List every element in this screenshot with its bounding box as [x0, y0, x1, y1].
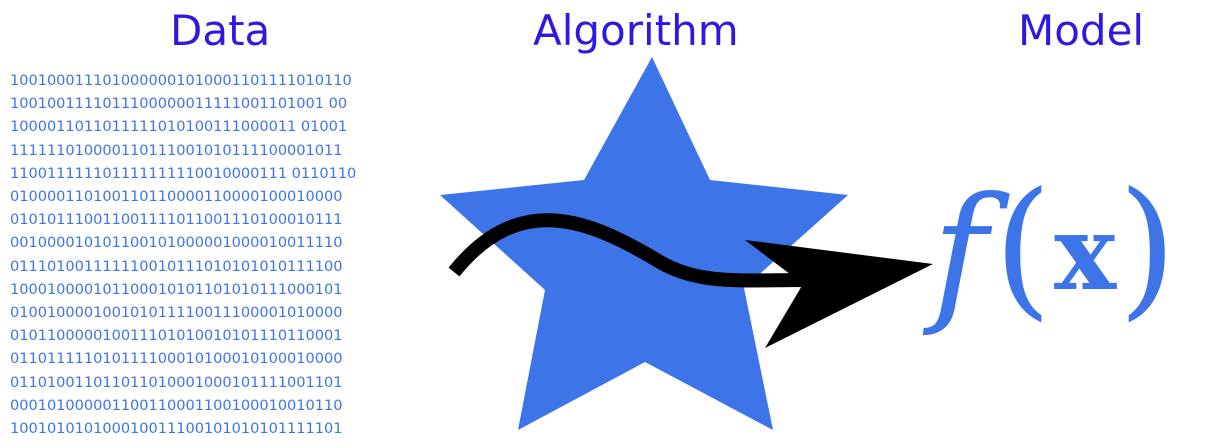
- close-paren: ): [1118, 161, 1177, 335]
- arrow-head-icon: [745, 240, 933, 348]
- binary-data-block: 1001000111010000001010001101111010110 10…: [10, 69, 450, 440]
- binary-line: 1000011011011111010100111000011 01001: [10, 118, 348, 136]
- model-heading: Model: [1018, 6, 1145, 55]
- variable-symbol: x: [1054, 191, 1117, 314]
- star-icon: [440, 57, 848, 430]
- binary-line: 010110000010011101010010101110110001: [10, 327, 343, 345]
- binary-line: 010000110100110110000110000100010000: [10, 188, 343, 206]
- binary-line: 011011111010111100010100010100010000: [10, 350, 343, 368]
- binary-line: 110011111101111111110010000111 0110110: [10, 164, 357, 182]
- model-formula: f(x): [932, 168, 1177, 338]
- binary-line: 1001001111011100000011111001101001 00: [10, 95, 348, 113]
- binary-line: 001000010101100101000001000010011110: [10, 234, 343, 252]
- binary-line: 100010000101100010101101010111000101: [10, 280, 343, 298]
- data-heading: Data: [170, 6, 271, 55]
- binary-line: 010101110011001111011001110100010111: [10, 211, 343, 229]
- binary-line: 010010000100101011110011100001010000: [10, 304, 343, 322]
- algorithm-heading: Algorithm: [533, 6, 739, 55]
- curved-arrow-shaft: [448, 213, 806, 288]
- binary-line: 011010011011011010001000101111001101: [10, 373, 343, 391]
- function-symbol: f: [932, 166, 988, 340]
- binary-line: 011101001111110010111010101010111100: [10, 257, 343, 275]
- binary-line: 1001000111010000001010001101111010110: [10, 72, 352, 89]
- binary-line: 100101010100010011100101010101111101: [10, 420, 343, 438]
- binary-line: 000101000001100110001100100010010110: [10, 396, 343, 414]
- binary-line: 111111010000110111001010111100001011: [10, 141, 343, 159]
- open-paren: (: [993, 161, 1053, 335]
